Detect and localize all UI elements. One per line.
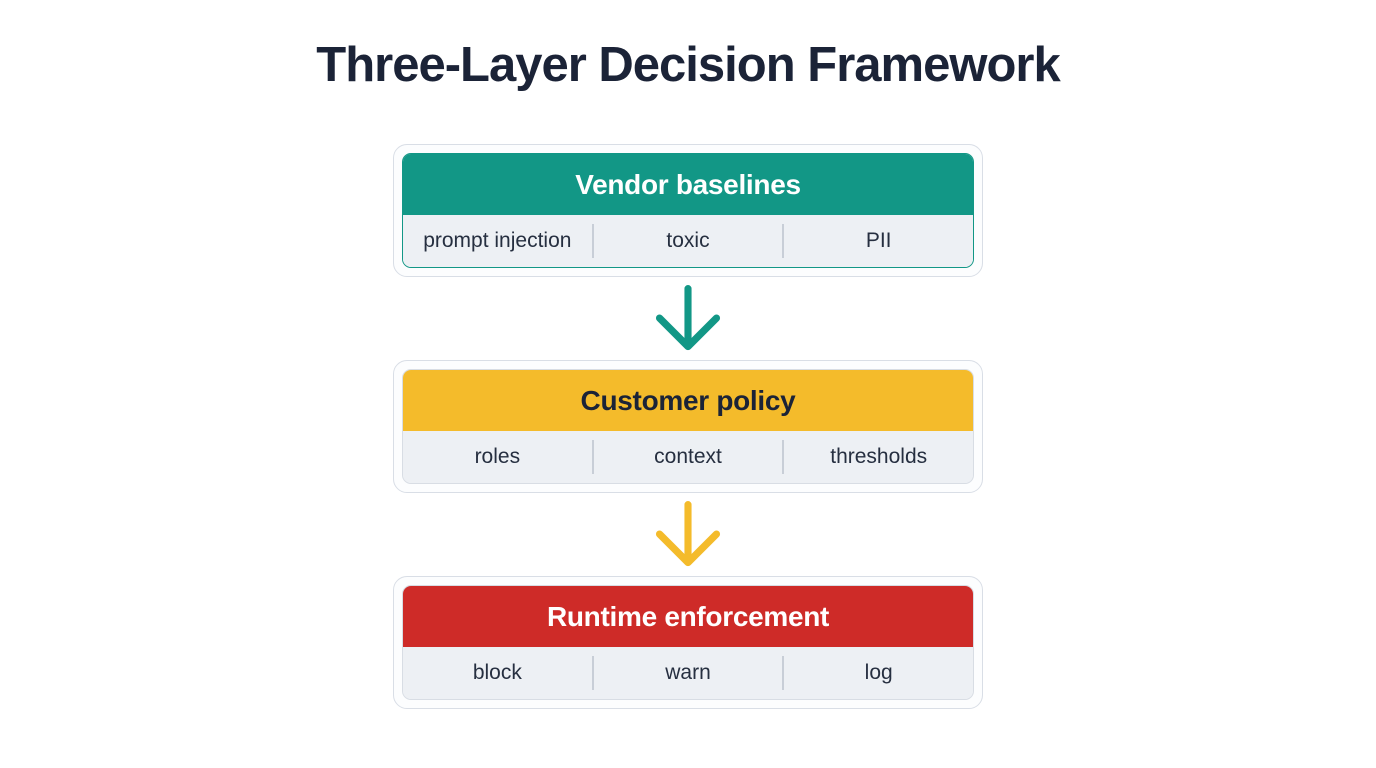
layer-inner-customer-policy: Customer policy roles context thresholds <box>402 369 974 484</box>
cell-divider <box>591 440 594 474</box>
cell-thresholds: thresholds <box>830 445 928 468</box>
layer-inner-vendor-baselines: Vendor baselines prompt injection toxic … <box>402 153 974 268</box>
cell-warn: warn <box>665 661 711 684</box>
down-arrow-icon <box>655 284 721 350</box>
down-arrow-path <box>655 500 721 566</box>
layer-card-runtime-enforcement: Runtime enforcement block warn log <box>393 576 983 709</box>
framework-stack: Vendor baselines prompt injection toxic … <box>393 144 983 709</box>
cell-roles: roles <box>474 445 521 468</box>
arrow-vendor-to-customer <box>650 277 726 360</box>
cell-divider <box>591 656 594 690</box>
cell-log: log <box>864 661 893 684</box>
cell-toxic: toxic <box>666 229 710 252</box>
cell-pii: PII <box>865 229 892 252</box>
cell-divider <box>591 224 594 258</box>
layer-header-vendor-baselines: Vendor baselines <box>403 154 973 215</box>
diagram-title: Three-Layer Decision Framework <box>316 38 1060 92</box>
cell-divider <box>782 440 785 474</box>
layer-header-customer-policy: Customer policy <box>403 370 973 431</box>
cell-block: block <box>472 661 522 684</box>
layer-header-runtime-enforcement: Runtime enforcement <box>403 586 973 647</box>
down-arrow-icon <box>655 500 721 566</box>
layer-inner-runtime-enforcement: Runtime enforcement block warn log <box>402 585 974 700</box>
cell-context: context <box>654 445 722 468</box>
cell-prompt-injection: prompt injection <box>423 229 572 252</box>
cell-divider <box>782 224 785 258</box>
down-arrow-path <box>655 284 721 350</box>
layer-cells-vendor-baselines: prompt injection toxic PII <box>403 215 973 267</box>
arrow-customer-to-runtime <box>650 493 726 576</box>
layer-card-vendor-baselines: Vendor baselines prompt injection toxic … <box>393 144 983 277</box>
layer-cells-runtime-enforcement: block warn log <box>403 647 973 699</box>
layer-cells-customer-policy: roles context thresholds <box>403 431 973 483</box>
cell-divider <box>782 656 785 690</box>
layer-card-customer-policy: Customer policy roles context thresholds <box>393 360 983 493</box>
